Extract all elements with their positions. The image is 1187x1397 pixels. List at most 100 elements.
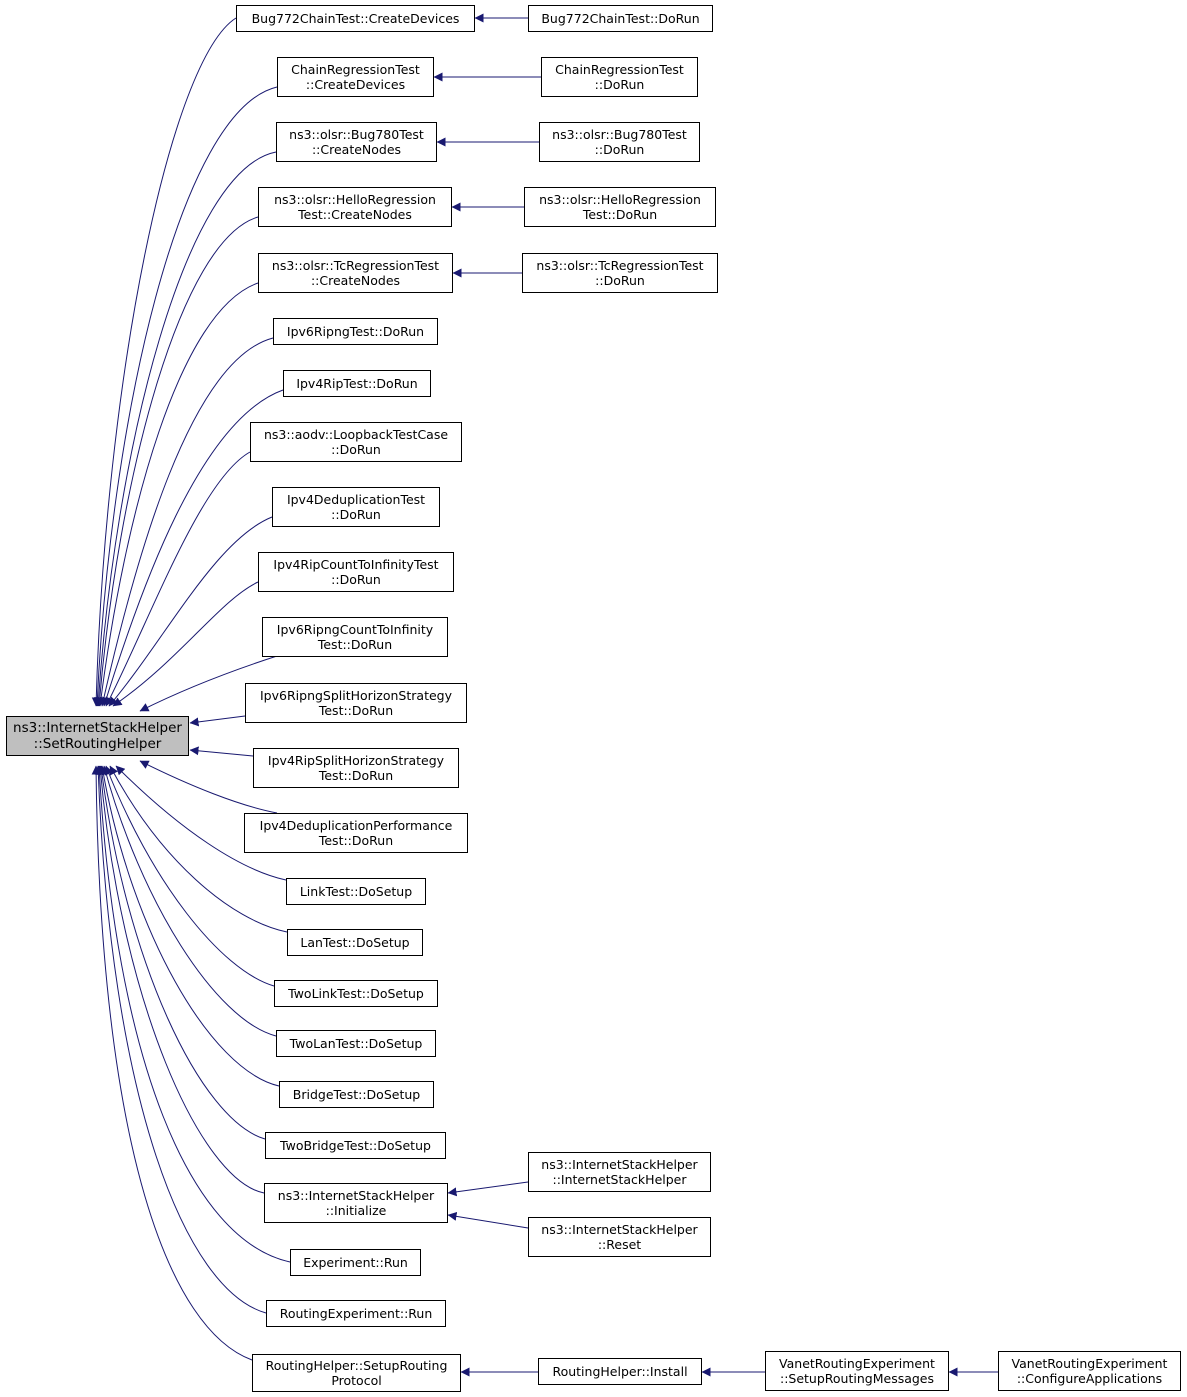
node-ish-ctor[interactable]: ns3::InternetStackHelper::InternetStackH… xyxy=(528,1152,711,1192)
node-vanet-srm[interactable]: VanetRoutingExperiment::SetupRoutingMess… xyxy=(765,1351,949,1391)
node-label-line1: BridgeTest::DoSetup xyxy=(292,1087,421,1102)
node-label-line1: ns3::olsr::HelloRegression xyxy=(274,192,436,207)
node-exp-run[interactable]: Experiment::Run xyxy=(290,1249,421,1276)
node-bug780-cn[interactable]: ns3::olsr::Bug780Test::CreateNodes xyxy=(276,122,437,162)
node-label-line1: Ipv4RipCountToInfinityTest xyxy=(273,557,439,572)
edge-ish-init-from-ctor xyxy=(447,1181,529,1197)
node-chain-cd[interactable]: ChainRegressionTest::CreateDevices xyxy=(277,57,434,97)
node-label-line2: ::Reset xyxy=(597,1237,642,1252)
edge-root-from-ipv6ripng-sh xyxy=(189,715,246,727)
edge-root-from-ipv4rip-sh xyxy=(189,746,254,757)
node-bridge[interactable]: BridgeTest::DoSetup xyxy=(279,1081,434,1108)
node-label-line2: ::Initialize xyxy=(325,1203,387,1218)
node-label-line1: ns3::InternetStackHelper xyxy=(277,1188,435,1203)
edge-root-from-bug780-cn xyxy=(94,151,277,707)
node-label-line2: ::ConfigureApplications xyxy=(1016,1371,1163,1386)
node-label-line1: ns3::olsr::TcRegressionTest xyxy=(271,258,440,273)
node-bug780-run[interactable]: ns3::olsr::Bug780Test::DoRun xyxy=(539,122,700,162)
edge-root-from-exp-run xyxy=(94,765,291,1263)
node-label-line2: ::SetupRoutingMessages xyxy=(779,1371,935,1386)
node-linktest[interactable]: LinkTest::DoSetup xyxy=(286,878,426,905)
node-label-line2: Test::DoRun xyxy=(318,768,394,783)
node-label-line2: ::DoRun xyxy=(595,273,645,288)
node-ish-init[interactable]: ns3::InternetStackHelper::Initialize xyxy=(264,1183,448,1223)
node-ipv6ripng[interactable]: Ipv6RipngTest::DoRun xyxy=(273,318,438,345)
node-tc-run[interactable]: ns3::olsr::TcRegressionTest::DoRun xyxy=(522,253,718,293)
edge-root-from-ish-init xyxy=(96,765,265,1194)
node-vanet-ca[interactable]: VanetRoutingExperiment::ConfigureApplica… xyxy=(998,1351,1181,1391)
node-ish-reset[interactable]: ns3::InternetStackHelper::Reset xyxy=(528,1217,711,1257)
node-aodv-loop[interactable]: ns3::aodv::LoopbackTestCase::DoRun xyxy=(250,422,462,462)
node-label-line1: ns3::aodv::LoopbackTestCase xyxy=(263,427,449,442)
node-tc-cn[interactable]: ns3::olsr::TcRegressionTest::CreateNodes xyxy=(258,253,453,293)
edge-root-from-ipv6ripng xyxy=(99,337,274,707)
node-twolan[interactable]: TwoLanTest::DoSetup xyxy=(276,1030,436,1057)
edge-root-from-ipv4dedup-perf xyxy=(139,760,278,814)
edge-root-from-ipv4rip-cti xyxy=(112,581,259,707)
edge-root-from-twolink xyxy=(104,765,275,987)
node-lantest[interactable]: LanTest::DoSetup xyxy=(287,929,423,956)
node-label-line2: Test::DoRun xyxy=(582,207,658,222)
node-label-line1: Ipv6RipngCountToInfinity xyxy=(276,622,434,637)
edge-root-from-aodv-loop xyxy=(105,451,251,707)
node-label-line2: Test::CreateNodes xyxy=(298,207,412,222)
node-chain-run[interactable]: ChainRegressionTest::DoRun xyxy=(541,57,698,97)
edge-root-from-rexp-run xyxy=(93,765,267,1314)
node-label-line1: RoutingHelper::Install xyxy=(552,1364,688,1379)
node-label-line2: ::CreateDevices xyxy=(305,77,406,92)
node-twobridge[interactable]: TwoBridgeTest::DoSetup xyxy=(265,1132,446,1159)
node-ipv4rip[interactable]: Ipv4RipTest::DoRun xyxy=(283,370,431,397)
node-label-line1: ns3::InternetStackHelper xyxy=(541,1222,698,1237)
node-label-line2: ::CreateNodes xyxy=(310,273,401,288)
node-label-line1: Ipv4RipTest::DoRun xyxy=(296,376,418,391)
node-label-line2: ::DoRun xyxy=(594,142,645,157)
node-ipv4dedup[interactable]: Ipv4DeduplicationTest::DoRun xyxy=(272,487,440,527)
edge-root-from-chain-cd xyxy=(92,86,278,707)
root-node-set-routing-helper[interactable]: ns3::InternetStackHelper ::SetRoutingHel… xyxy=(6,716,189,756)
node-label-line1: ns3::olsr::Bug780Test xyxy=(552,127,687,142)
node-label-line2: ::DoRun xyxy=(594,77,645,92)
edge-root-from-twobridge xyxy=(97,765,266,1140)
root-label-line2: ::SetRoutingHelper xyxy=(33,736,162,752)
node-label-line1: VanetRoutingExperiment xyxy=(779,1356,935,1371)
node-label-line2: ::InternetStackHelper xyxy=(552,1172,687,1187)
node-label-line1: Ipv4DeduplicationTest xyxy=(286,492,426,507)
node-label-line1: RoutingHelper::SetupRouting xyxy=(265,1358,448,1373)
node-ipv4rip-cti[interactable]: Ipv4RipCountToInfinityTest::DoRun xyxy=(258,552,454,592)
node-label-line1: ns3::olsr::Bug780Test xyxy=(289,127,424,142)
node-label-line2: ::DoRun xyxy=(331,572,381,587)
edge-root-from-lantest xyxy=(109,765,288,933)
node-twolink[interactable]: TwoLinkTest::DoSetup xyxy=(274,980,438,1007)
edge-root-from-ipv6ripng-cti xyxy=(139,655,278,712)
node-label-line1: TwoBridgeTest::DoSetup xyxy=(280,1138,431,1153)
node-label-line1: Bug772ChainTest::CreateDevices xyxy=(251,11,460,26)
node-label-line2: ::CreateNodes xyxy=(311,142,402,157)
edge-root-from-bridge xyxy=(99,765,280,1087)
node-bug772-cd[interactable]: Bug772ChainTest::CreateDevices xyxy=(236,5,475,32)
node-label-line2: Test::DoRun xyxy=(318,703,394,718)
node-label-line1: ChainRegressionTest xyxy=(555,62,684,77)
edge-root-from-bug772-cd xyxy=(91,17,237,707)
node-label-line1: TwoLinkTest::DoSetup xyxy=(288,986,424,1001)
node-label-line1: LanTest::DoSetup xyxy=(300,935,410,950)
node-bug772-run[interactable]: Bug772ChainTest::DoRun xyxy=(528,5,713,32)
node-label-line1: VanetRoutingExperiment xyxy=(1011,1356,1168,1371)
node-rh-install[interactable]: RoutingHelper::Install xyxy=(538,1358,702,1385)
node-label-line1: RoutingExperiment::Run xyxy=(279,1306,433,1321)
node-label-line1: ChainRegressionTest xyxy=(291,62,420,77)
node-label-line1: TwoLanTest::DoSetup xyxy=(289,1036,423,1051)
edge-ish-init-from-reset xyxy=(447,1211,529,1229)
node-label-line1: Ipv4DeduplicationPerformance xyxy=(259,818,453,833)
node-label-line1: Bug772ChainTest::DoRun xyxy=(541,11,700,26)
node-rexp-run[interactable]: RoutingExperiment::Run xyxy=(266,1300,446,1327)
edge-root-from-rh-setup xyxy=(91,765,253,1361)
root-label-line1: ns3::InternetStackHelper xyxy=(13,720,182,736)
